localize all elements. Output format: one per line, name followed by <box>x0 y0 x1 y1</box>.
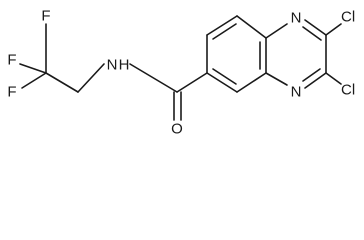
bond-carbonyl-n <box>129 63 178 93</box>
bond-c3-cl <box>325 72 342 85</box>
atom-amide-h: H <box>119 57 130 74</box>
bond-c8-c7 <box>206 15 238 36</box>
bond-c5-c4a <box>236 72 267 93</box>
atom-n4: N <box>291 84 302 101</box>
atom-cl-upper: Cl <box>341 9 355 26</box>
bond-cf3-f-left <box>19 63 47 74</box>
bond-n1-c2 <box>304 19 327 36</box>
bond-n4-c4a <box>265 72 288 86</box>
bond-c6-carbonyl <box>176 72 208 93</box>
bond-c6-c5-inner <box>212 68 237 85</box>
bond-n-ch2 <box>77 63 105 93</box>
bond-c8a-c8 <box>236 15 267 39</box>
bond-c6-c5 <box>206 72 238 93</box>
bond-c2-cl <box>325 23 342 36</box>
atom-f-left: F <box>7 52 16 69</box>
bond-c3-n4 <box>304 72 327 89</box>
bond-cf3-f-lower <box>21 72 47 89</box>
bond-c3-n4-inner <box>302 68 321 82</box>
atom-label-layer: N N Cl Cl F F F N H O <box>7 8 355 138</box>
atom-cl-lower: Cl <box>341 82 355 99</box>
atom-n1: N <box>291 10 302 27</box>
bond-n1-c2-inner <box>302 26 322 41</box>
bond-ch2-cf3 <box>45 72 79 93</box>
atom-amide-n: N <box>107 57 118 74</box>
atom-f-lower: F <box>7 84 16 101</box>
chemical-structure-diagram: N N Cl Cl F F F N H O <box>7 8 355 138</box>
bond-c8-c7-inner <box>212 23 237 40</box>
atom-f-upper: F <box>41 8 50 25</box>
atom-carbonyl-o: O <box>171 121 183 138</box>
bond-layer <box>19 15 342 121</box>
bond-c8a-n1 <box>265 23 288 39</box>
